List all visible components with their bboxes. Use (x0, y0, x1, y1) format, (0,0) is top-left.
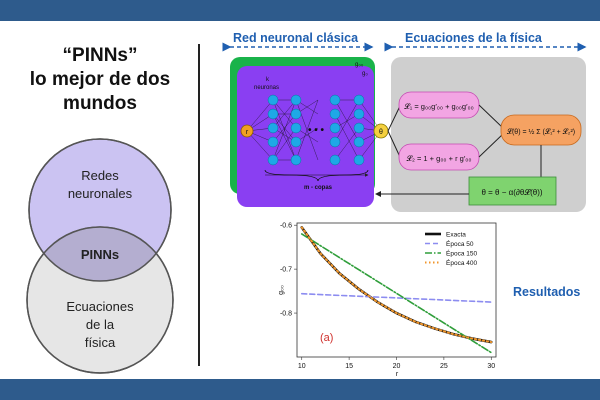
x-tick-label: 20 (393, 363, 401, 370)
results-label: Resultados (513, 285, 581, 299)
venn-bottom-line1: Ecuaciones (66, 299, 134, 314)
legend-label: Época 400 (446, 258, 477, 267)
neurons-label-k: k (266, 77, 270, 83)
svg-text:• • •: • • • (308, 125, 325, 136)
x-tick-label: 10 (298, 363, 306, 370)
svg-text:g₀: g₀ (362, 71, 368, 77)
venn-middle-label: PINNs (80, 247, 120, 262)
venn-bottom-line3: física (84, 335, 116, 350)
copies-label: m - copas (304, 185, 333, 191)
venn-diagram (26, 138, 174, 374)
equation-l1: 𝓛₁ = g₀₀g′₀₀ + g₀₀g′₀₀ (404, 101, 473, 111)
legend-label: Exacta (446, 232, 466, 239)
y-tick-label: -0.6 (280, 223, 292, 230)
series-line-3 (300, 226, 493, 344)
x-tick-label: 15 (345, 363, 353, 370)
legend-label: Época 50 (446, 239, 474, 248)
venn-top-line2: neuronales (67, 186, 133, 201)
chart-ylabel: g₀₀ (278, 285, 285, 295)
legend-label: Época 150 (446, 249, 477, 258)
vertical-divider (198, 44, 200, 366)
input-node (240, 124, 254, 138)
series-line-2 (300, 233, 493, 354)
venn-top-line1: Redes (81, 168, 119, 183)
input-label: r (246, 129, 249, 136)
title-line1: “PINNs” (62, 45, 138, 66)
venn-bottom-line2: de la (85, 317, 115, 332)
series-line-1 (300, 292, 493, 303)
chart-xlabel: r (396, 371, 399, 378)
loss-equation: 𝓛(θ) = ½ Σ (𝓛₁² + 𝓛₂²) (507, 128, 575, 136)
svg-text:g₀₀: g₀₀ (355, 62, 364, 68)
chart-annotation: (a) (320, 332, 333, 344)
title-line2: lo mejor de dos (29, 69, 171, 90)
y-tick-label: -0.8 (280, 311, 292, 318)
section-neural-title: Red neuronal clásica (233, 31, 359, 45)
output-label: θ (379, 129, 383, 136)
top-band (0, 0, 600, 21)
equation-l2: 𝓛₂ = 1 + g₀₀ + r g′₀₀ (407, 153, 472, 163)
neurons-label: neuronas (254, 85, 279, 91)
update-box (468, 176, 557, 206)
update-equation: θ = θ − α(∂θ𝓛(θ)) (481, 187, 542, 197)
title-line3: mundos (63, 93, 137, 114)
x-tick-label: 25 (440, 363, 448, 370)
neuron-layer (267, 94, 365, 166)
bottom-band (0, 379, 600, 400)
venn-overlap (29, 227, 171, 281)
y-tick-label: -0.7 (280, 267, 292, 274)
copies-brace (264, 169, 369, 182)
x-tick-label: 30 (487, 363, 495, 370)
section-physics-title: Ecuaciones de la física (405, 31, 542, 45)
